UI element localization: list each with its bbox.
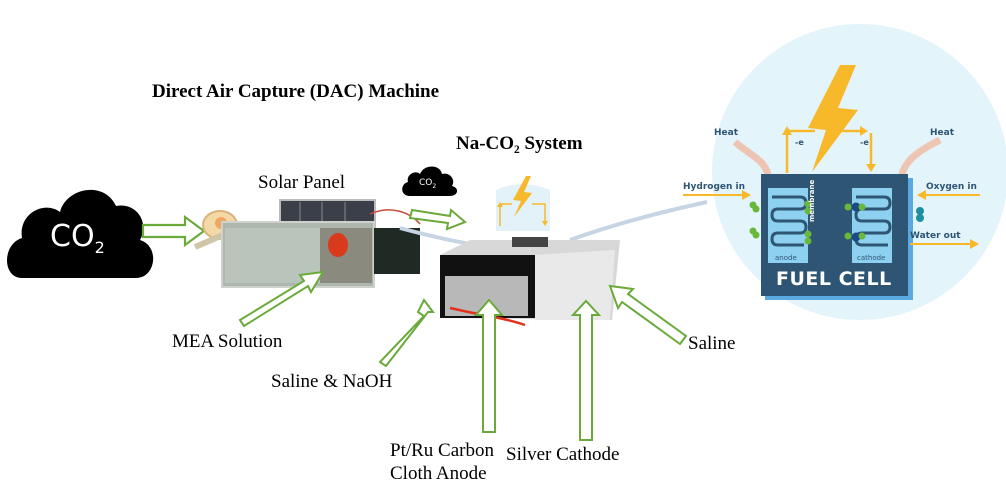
dac-machine-photo	[193, 199, 421, 288]
co2-cloud-small-text: CO2	[419, 178, 436, 192]
arrow-anode	[473, 298, 505, 433]
mea-solution-label: MEA Solution	[172, 331, 283, 352]
solar-panel-label: Solar Panel	[258, 172, 346, 193]
hydrogen-in-label: Hydrogen in	[683, 182, 746, 192]
co2-formula-small: CO	[419, 178, 433, 188]
water-out-label: Water out	[910, 231, 961, 241]
anode-label: anode	[775, 254, 797, 262]
fuel-cell-illustration	[683, 24, 1006, 320]
na-co2-system-title: Na-CO₂ System	[456, 133, 583, 154]
co2-subscript: 2	[94, 238, 105, 257]
fuel-cell-title: FUEL CELL	[776, 268, 892, 290]
arrow-saline	[608, 284, 688, 346]
arrow-dac-to-na-co2	[408, 208, 467, 231]
cathode-label: cathode	[857, 254, 886, 262]
anode-label-line1: Pt/Ru Carbon	[390, 440, 494, 461]
arrow-mea-solution	[238, 270, 325, 328]
small-power-icon	[496, 176, 550, 231]
saline-label: Saline	[688, 333, 736, 354]
arrow-saline-naoh	[378, 298, 435, 368]
dac-machine-title: Direct Air Capture (DAC) Machine	[152, 81, 440, 102]
heat-right-label: Heat	[930, 128, 955, 138]
co2-cloud-large-icon	[7, 189, 154, 278]
co2-cloud-large-text: CO2	[50, 222, 105, 263]
arrow-silver-cathode	[570, 299, 602, 441]
electron-right-label: -e	[860, 138, 869, 147]
heat-left-label: Heat	[714, 128, 739, 138]
co2-formula: CO	[50, 219, 95, 254]
electron-left-label: -e	[795, 138, 804, 147]
silver-cathode-label: Silver Cathode	[506, 444, 620, 465]
arrow-co2-to-dac	[141, 214, 206, 248]
anode-label-line2: Cloth Anode	[390, 463, 487, 484]
membrane-label: membrane	[808, 179, 816, 222]
saline-naoh-label: Saline & NaOH	[271, 371, 393, 392]
co2-subscript-small: 2	[432, 182, 437, 190]
co2-cloud-small-icon	[402, 166, 458, 196]
oxygen-in-label: Oxygen in	[926, 182, 977, 192]
